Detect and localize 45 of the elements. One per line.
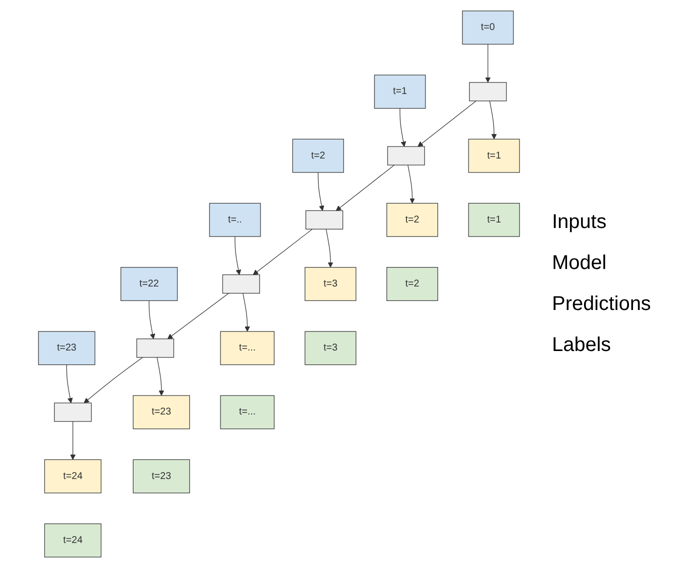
node-box bbox=[306, 210, 344, 230]
node-box: t=1 bbox=[468, 138, 520, 173]
node-box: t=... bbox=[220, 331, 274, 366]
node-box: t=24 bbox=[44, 459, 102, 494]
node-box bbox=[387, 146, 425, 166]
node-box bbox=[136, 338, 174, 358]
node-box: t=22 bbox=[120, 267, 178, 301]
arrow bbox=[336, 164, 395, 211]
arrow bbox=[485, 44, 491, 83]
arrow bbox=[326, 228, 334, 268]
arrow bbox=[84, 357, 143, 404]
node-box: t=2 bbox=[386, 202, 438, 237]
node-box: t=23 bbox=[132, 395, 190, 430]
row-label: Model bbox=[552, 252, 608, 275]
node-box bbox=[222, 274, 260, 294]
node-box: t=0 bbox=[462, 10, 514, 45]
arrow bbox=[156, 357, 164, 396]
node-box: t=23 bbox=[132, 459, 190, 494]
arrow bbox=[234, 236, 242, 275]
arrow bbox=[148, 300, 156, 340]
node-box: t=23 bbox=[38, 331, 96, 366]
arrow bbox=[400, 108, 406, 147]
node-box: t=2 bbox=[386, 267, 438, 301]
arrow bbox=[70, 421, 76, 460]
row-label: Predictions bbox=[552, 293, 652, 316]
arrow bbox=[242, 292, 250, 332]
node-box: t=24 bbox=[44, 523, 102, 558]
node-box: t=3 bbox=[304, 267, 356, 301]
node-box: t=.. bbox=[209, 202, 261, 237]
arrow bbox=[318, 172, 324, 211]
arrow bbox=[418, 100, 476, 147]
node-box: t=2 bbox=[292, 138, 344, 173]
arrow bbox=[167, 292, 230, 340]
arrow bbox=[252, 228, 313, 275]
node-box: t=1 bbox=[468, 202, 520, 237]
arrow bbox=[66, 364, 73, 404]
arrow bbox=[489, 100, 497, 140]
node-box: t=1 bbox=[374, 74, 426, 109]
row-label: Inputs bbox=[552, 211, 608, 234]
node-box: t=... bbox=[220, 395, 274, 430]
arrow bbox=[408, 164, 415, 204]
row-label: Labels bbox=[552, 334, 612, 357]
node-box: t=3 bbox=[304, 331, 356, 366]
node-box bbox=[469, 82, 507, 102]
node-box bbox=[54, 402, 92, 422]
